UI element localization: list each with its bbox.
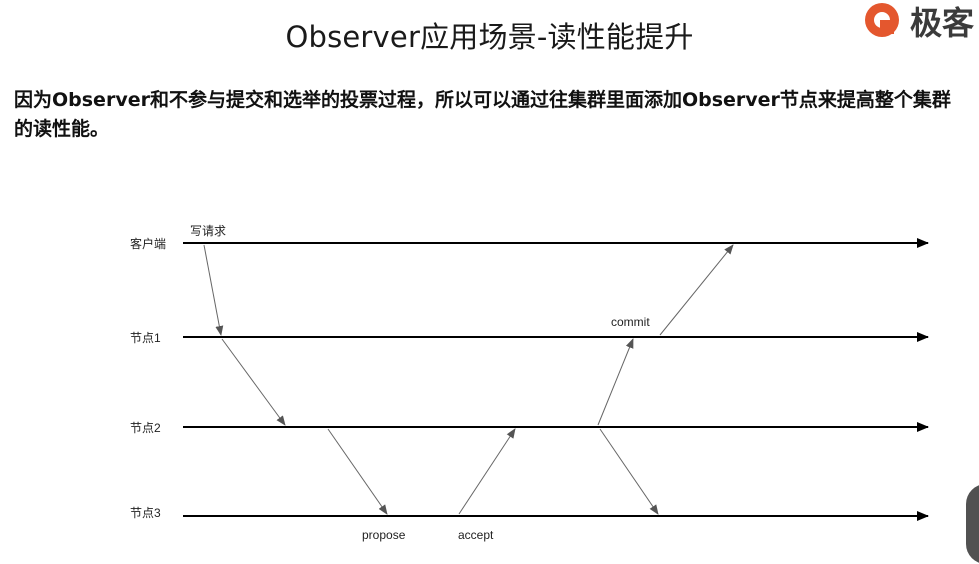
lane-label-node2: 节点2 xyxy=(130,421,161,435)
description-text: 因为Observer和不参与提交和选举的投票过程，所以可以通过往集群里面添加Ob… xyxy=(14,89,951,140)
message-label-write-request: 写请求 xyxy=(190,224,226,238)
lane-node1: 节点1 xyxy=(130,331,929,345)
lane-label-node1: 节点1 xyxy=(130,331,161,345)
logo-text: 极客 xyxy=(910,4,975,42)
message-node1-to-client xyxy=(659,244,734,336)
message-accept xyxy=(458,428,516,515)
geek-logo-icon xyxy=(865,3,899,37)
message-label-propose: propose xyxy=(362,528,406,542)
page-title: Observer应用场景-读性能提升 xyxy=(285,20,694,54)
lane-client: 客户端 xyxy=(130,236,929,251)
brand-logo: 极客 xyxy=(862,0,979,48)
message-node2-to-node3 xyxy=(599,428,659,515)
video-overlay-avatar xyxy=(966,484,979,564)
message-label-commit: commit xyxy=(611,315,650,329)
lane-label-client: 客户端 xyxy=(130,236,166,251)
message-write-request xyxy=(203,244,224,336)
message-propose xyxy=(327,428,388,515)
lane-label-node3: 节点3 xyxy=(130,506,161,520)
message-commit xyxy=(597,338,634,426)
lane-node2: 节点2 xyxy=(130,421,929,435)
message-node1-to-node2 xyxy=(221,338,286,426)
lane-node3: 节点3 xyxy=(130,506,929,521)
message-label-accept: accept xyxy=(458,528,494,542)
